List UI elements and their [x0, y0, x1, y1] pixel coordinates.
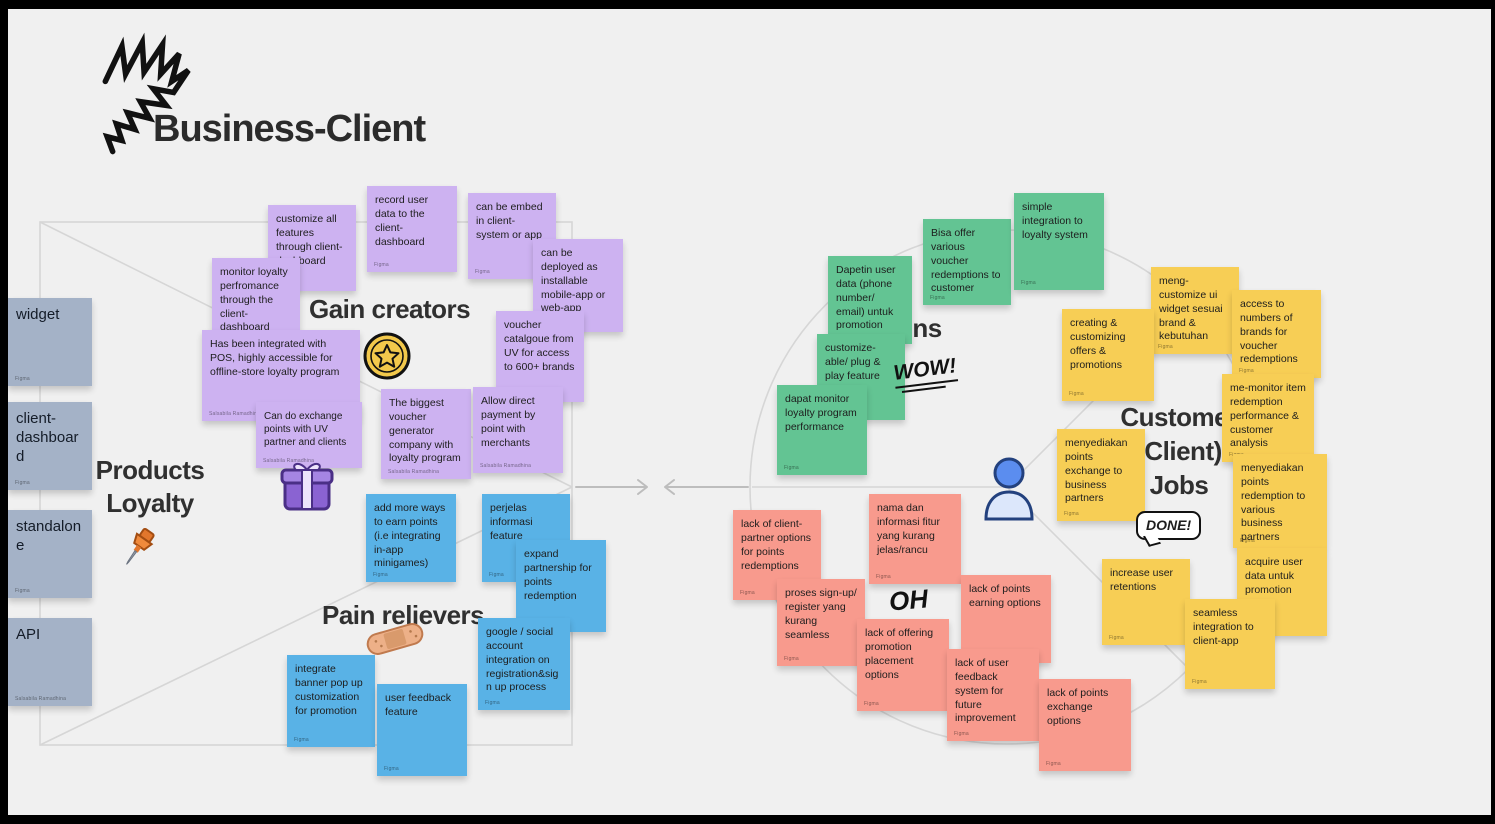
sticky-note[interactable]: Allow direct payment by point with merch…	[473, 387, 563, 473]
note-author: Figma	[485, 700, 500, 707]
person-icon[interactable]	[981, 456, 1037, 522]
letterbox-bar	[1491, 0, 1495, 824]
note-author: Figma	[15, 480, 30, 487]
note-author: Salsabila Ramadhina	[480, 463, 532, 470]
note-author: Figma	[1109, 635, 1124, 642]
sticky-note[interactable]: google / social account integration on r…	[478, 618, 570, 710]
sticky-note[interactable]: record user data to the client-dashboard…	[367, 186, 457, 272]
note-author: Figma	[1046, 761, 1061, 768]
sticky-note[interactable]: Dapetin user data (phone number/ email) …	[828, 256, 912, 344]
sticky-note[interactable]: meng-customize ui widget sesuai brand & …	[1151, 267, 1239, 354]
wow-sketch-text[interactable]: WOW!	[892, 354, 959, 393]
note-author: Figma	[374, 262, 389, 269]
note-author: Figma	[1069, 391, 1084, 398]
gift-icon[interactable]	[278, 458, 336, 514]
sticky-note[interactable]: add more ways to earn points (i.e integr…	[366, 494, 456, 582]
note-author: Figma	[930, 295, 945, 302]
note-author: Figma	[954, 731, 969, 738]
pushpin-icon[interactable]	[114, 524, 162, 572]
note-author: Figma	[489, 572, 504, 579]
sticky-note[interactable]: lack of user feedback system for future …	[947, 649, 1039, 741]
sticky-note[interactable]: integrate banner pop up customization fo…	[287, 655, 375, 747]
letterbox-bar	[0, 0, 1495, 9]
note-author: Figma	[475, 269, 490, 276]
note-author: Figma	[740, 590, 755, 597]
sticky-note[interactable]: menyediakan points redemption to various…	[1233, 454, 1327, 548]
letterbox-bar	[0, 815, 1495, 824]
note-author: Figma	[864, 701, 879, 708]
board-title[interactable]: Business-Client	[153, 108, 426, 150]
sticky-note[interactable]: lack of offering promotion placement opt…	[857, 619, 949, 711]
note-author: Figma	[1240, 538, 1255, 545]
note-author: Figma	[1064, 511, 1079, 518]
note-author: Figma	[1158, 344, 1173, 351]
note-author: Figma	[784, 465, 799, 472]
sticky-note[interactable]: proses sign-up/ register yang kurang sea…	[777, 579, 865, 666]
note-author: Figma	[384, 766, 399, 773]
sticky-note[interactable]: menyediakan points exchange to business …	[1057, 429, 1145, 521]
done-speech-bubble[interactable]: DONE!	[1136, 511, 1202, 540]
note-author: Figma	[1192, 679, 1207, 686]
note-author: Figma	[1021, 280, 1036, 287]
note-author: Figma	[876, 574, 891, 581]
bandage-icon[interactable]	[362, 616, 428, 662]
heading-gain-creators[interactable]: Gain creators	[309, 294, 471, 324]
note-author: Salsabila Ramadhina	[15, 696, 67, 703]
heading-products-line2: Loyalty	[106, 488, 194, 518]
sticky-note[interactable]: nama dan informasi fitur yang kurang jel…	[869, 494, 961, 584]
connector-arrows[interactable]	[575, 479, 749, 495]
scribble-doodle-icon[interactable]	[85, 28, 205, 168]
note-author: Salsabila Ramadhina	[209, 411, 261, 418]
note-author: Figma	[15, 588, 30, 595]
sticky-note[interactable]: access to numbers of brands for voucher …	[1232, 290, 1321, 378]
sticky-note[interactable]: creating & customizing offers & promotio…	[1062, 309, 1154, 401]
note-author: Figma	[784, 656, 799, 663]
letterbox-bar	[0, 0, 8, 824]
heading-products-loyalty[interactable]: Products Loyalty	[75, 454, 225, 520]
sticky-note[interactable]: dapat monitor loyalty program performanc…	[777, 385, 867, 475]
note-author: Figma	[373, 572, 388, 579]
oh-sketch-text[interactable]: OH	[887, 583, 930, 617]
note-author: Figma	[294, 737, 309, 744]
sticky-note[interactable]: me-monitor item redemption performance &…	[1222, 374, 1314, 462]
note-author: Figma	[15, 376, 30, 383]
sticky-note[interactable]: The biggest voucher generator company wi…	[381, 389, 471, 479]
note-author: Salsabila Ramadhina	[388, 469, 440, 476]
sticky-note[interactable]: Bisa offer various voucher redemptions t…	[923, 219, 1011, 305]
heading-products-line1: Products	[95, 455, 205, 485]
star-coin-icon[interactable]	[362, 331, 412, 381]
